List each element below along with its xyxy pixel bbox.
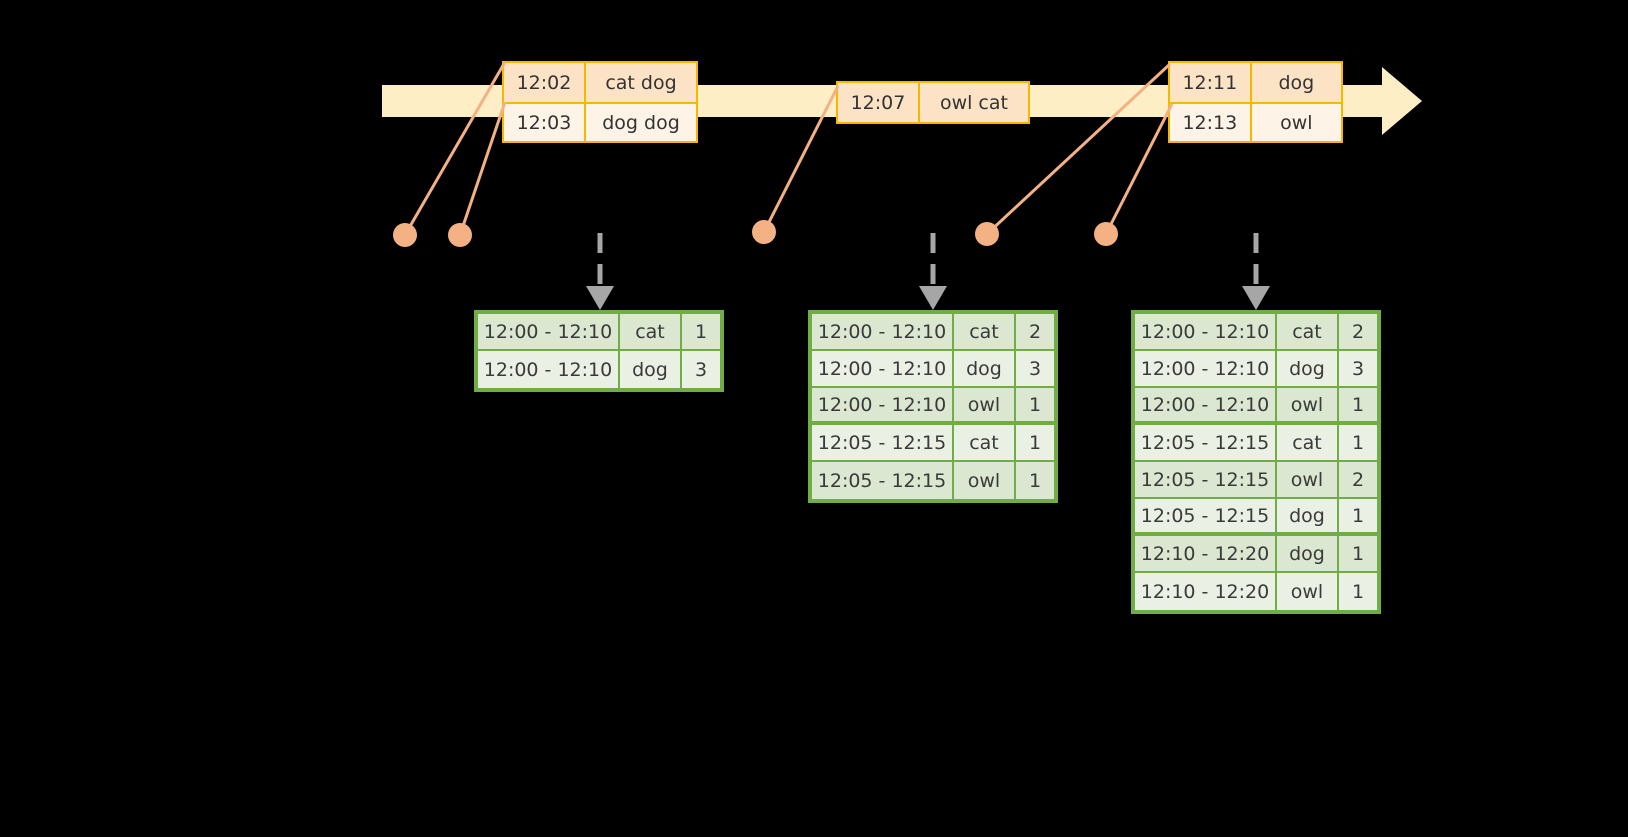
- window-cell: 12:05 - 12:15: [1135, 499, 1277, 532]
- event-time: 12:03: [504, 104, 586, 141]
- count-cell: 1: [1339, 425, 1377, 460]
- count-cell: 2: [1339, 462, 1377, 497]
- key-cell: cat: [620, 314, 682, 349]
- count-cell: 3: [682, 351, 720, 388]
- key-cell: cat: [1277, 425, 1339, 460]
- count-cell: 3: [1016, 351, 1054, 386]
- connector-dot: [1094, 222, 1118, 246]
- key-cell: owl: [1277, 388, 1339, 421]
- key-cell: owl: [954, 388, 1016, 421]
- connector-dot: [393, 223, 417, 247]
- count-cell: 2: [1339, 314, 1377, 349]
- window-cell: 12:00 - 12:10: [1135, 351, 1277, 386]
- count-cell: 1: [1016, 388, 1054, 421]
- timeline-event-box-c[interactable]: 12:11 dog 12:13 owl: [1168, 61, 1343, 143]
- event-time: 12:07: [838, 83, 920, 122]
- count-cell: 1: [1339, 388, 1377, 421]
- count-cell: 1: [1339, 499, 1377, 532]
- timeline-event-row: 12:03 dog dog: [504, 102, 696, 141]
- event-time: 12:13: [1170, 104, 1252, 141]
- count-cell: 1: [1016, 462, 1054, 499]
- window-cell: 12:00 - 12:10: [478, 351, 620, 388]
- window-cell: 12:10 - 12:20: [1135, 536, 1277, 571]
- event-value: cat dog: [585, 63, 696, 102]
- count-cell: 1: [1339, 573, 1377, 610]
- timeline-arrow-head-icon: [1382, 67, 1422, 135]
- window-cell: 12:00 - 12:10: [812, 388, 954, 421]
- key-cell: dog: [620, 351, 682, 388]
- event-value: owl cat: [919, 83, 1028, 122]
- timeline-event-box-a[interactable]: 12:02 cat dog 12:03 dog dog: [502, 61, 698, 143]
- window-cell: 12:00 - 12:10: [812, 351, 954, 386]
- key-cell: cat: [954, 314, 1016, 349]
- connector-dot: [752, 220, 776, 244]
- event-value: dog: [1251, 63, 1341, 102]
- window-cell: 12:05 - 12:15: [1135, 462, 1277, 497]
- window-cell: 12:00 - 12:10: [478, 314, 620, 349]
- event-value: owl: [1251, 104, 1341, 141]
- window-cell: 12:05 - 12:15: [812, 425, 954, 460]
- count-cell: 1: [1016, 425, 1054, 460]
- window-cell: 12:10 - 12:20: [1135, 573, 1277, 610]
- window-cell: 12:00 - 12:10: [1135, 314, 1277, 349]
- connector-dot: [448, 223, 472, 247]
- event-value: dog dog: [585, 104, 696, 141]
- timeline-event-box-b[interactable]: 12:07 owl cat: [836, 81, 1030, 124]
- count-cell: 1: [682, 314, 720, 349]
- key-cell: cat: [1277, 314, 1339, 349]
- key-cell: cat: [954, 425, 1016, 460]
- key-cell: owl: [1277, 462, 1339, 497]
- key-cell: dog: [1277, 499, 1339, 532]
- count-cell: 3: [1339, 351, 1377, 386]
- window-cell: 12:05 - 12:15: [812, 462, 954, 499]
- timeline-event-row: 12:07 owl cat: [838, 83, 1028, 122]
- event-time: 12:11: [1170, 63, 1252, 102]
- connector-dot: [975, 222, 999, 246]
- timeline-event-row: 12:02 cat dog: [504, 63, 696, 102]
- window-cell: 12:00 - 12:10: [1135, 388, 1277, 421]
- count-cell: 2: [1016, 314, 1054, 349]
- key-cell: dog: [954, 351, 1016, 386]
- count-cell: 1: [1339, 536, 1377, 571]
- timeline-event-row: 12:13 owl: [1170, 102, 1341, 141]
- window-cell: 12:00 - 12:10: [812, 314, 954, 349]
- event-time: 12:02: [504, 63, 586, 102]
- key-cell: owl: [954, 462, 1016, 499]
- key-cell: owl: [1277, 573, 1339, 610]
- key-cell: dog: [1277, 351, 1339, 386]
- timeline-event-row: 12:11 dog: [1170, 63, 1341, 102]
- window-cell: 12:05 - 12:15: [1135, 425, 1277, 460]
- key-cell: dog: [1277, 536, 1339, 571]
